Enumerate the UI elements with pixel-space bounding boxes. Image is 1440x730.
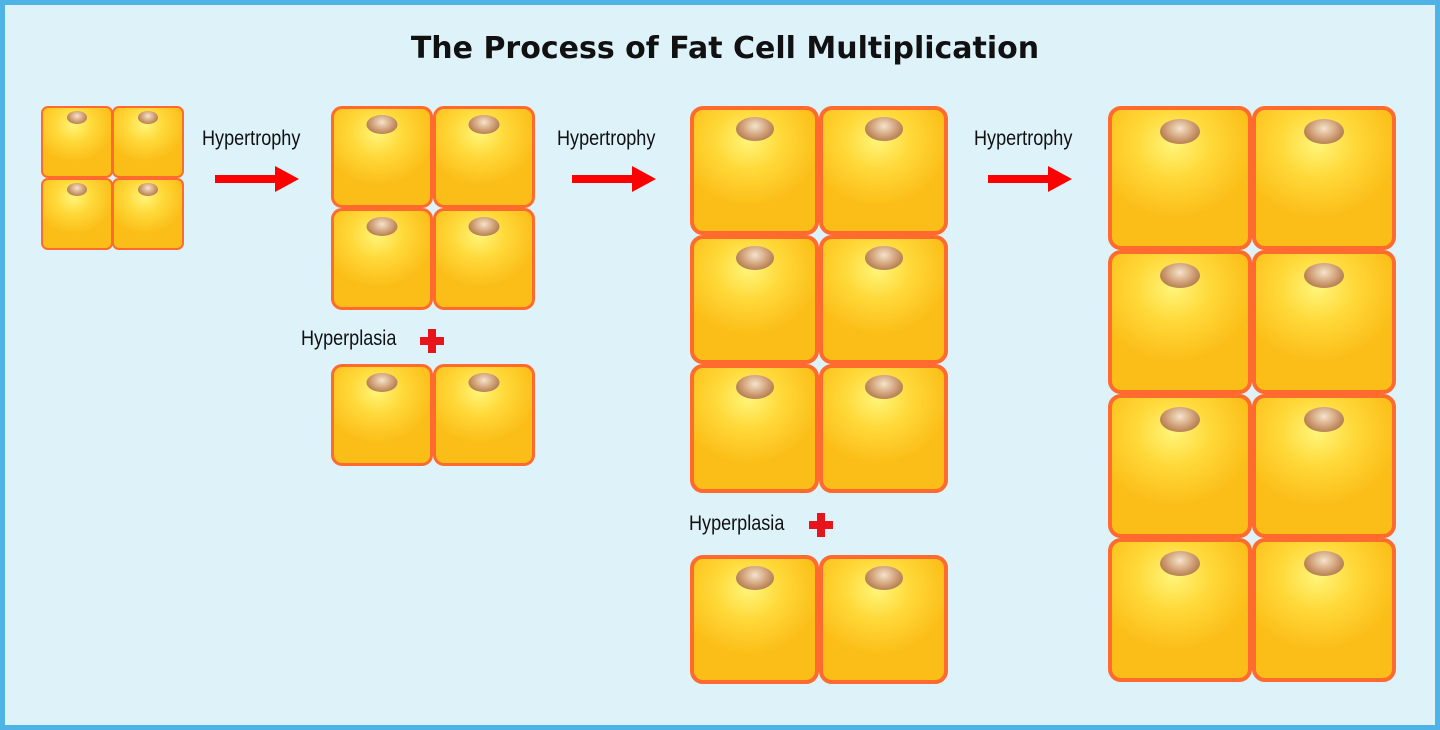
nucleus-icon [1304, 119, 1344, 144]
fat-cell [41, 178, 113, 250]
nucleus-icon [366, 217, 398, 236]
nucleus-icon [67, 111, 87, 124]
nucleus-icon [735, 117, 774, 141]
nucleus-icon [468, 115, 500, 134]
fat-cell [819, 235, 948, 364]
nucleus-icon [138, 111, 158, 124]
fat-cell [433, 208, 535, 310]
right-arrow-icon [215, 166, 299, 192]
diagram-title: The Process of Fat Cell Multiplication [410, 31, 1040, 66]
hyperplasia-label: Hyperplasia [689, 512, 785, 535]
fat-cell [1252, 106, 1396, 250]
fat-cell [433, 364, 535, 466]
fat-cell [690, 555, 819, 684]
nucleus-icon [864, 566, 903, 590]
fat-cell [331, 106, 433, 208]
nucleus-icon [67, 183, 87, 196]
right-arrow-icon [572, 166, 656, 192]
plus-icon [809, 513, 833, 537]
hypertrophy-label: Hypertrophy [202, 127, 301, 150]
nucleus-icon [735, 566, 774, 590]
fat-cell [1108, 538, 1252, 682]
nucleus-icon [468, 373, 500, 392]
hypertrophy-label: Hypertrophy [974, 127, 1073, 150]
nucleus-icon [735, 246, 774, 270]
fat-cell [1108, 250, 1252, 394]
nucleus-icon [468, 217, 500, 236]
fat-cell [690, 364, 819, 493]
fat-cell [1252, 394, 1396, 538]
fat-cell [1252, 538, 1396, 682]
nucleus-icon [1160, 263, 1200, 288]
fat-cell [41, 106, 113, 178]
nucleus-icon [366, 115, 398, 134]
hyperplasia-label: Hyperplasia [301, 327, 397, 350]
nucleus-icon [1160, 407, 1200, 432]
plus-icon [420, 329, 444, 353]
nucleus-icon [1160, 119, 1200, 144]
nucleus-icon [1304, 551, 1344, 576]
fat-cell [690, 235, 819, 364]
fat-cell [690, 106, 819, 235]
fat-cell [1108, 106, 1252, 250]
nucleus-icon [1160, 551, 1200, 576]
fat-cell [1108, 394, 1252, 538]
fat-cell [331, 364, 433, 466]
fat-cell [819, 106, 948, 235]
hypertrophy-label: Hypertrophy [557, 127, 656, 150]
fat-cell [433, 106, 535, 208]
fat-cell [819, 364, 948, 493]
nucleus-icon [864, 117, 903, 141]
nucleus-icon [1304, 407, 1344, 432]
fat-cell [1252, 250, 1396, 394]
nucleus-icon [735, 375, 774, 399]
fat-cell [112, 106, 184, 178]
nucleus-icon [138, 183, 158, 196]
fat-cell [819, 555, 948, 684]
nucleus-icon [1304, 263, 1344, 288]
fat-cell [112, 178, 184, 250]
fat-cell [331, 208, 433, 310]
right-arrow-icon [988, 166, 1072, 192]
nucleus-icon [864, 375, 903, 399]
nucleus-icon [366, 373, 398, 392]
nucleus-icon [864, 246, 903, 270]
